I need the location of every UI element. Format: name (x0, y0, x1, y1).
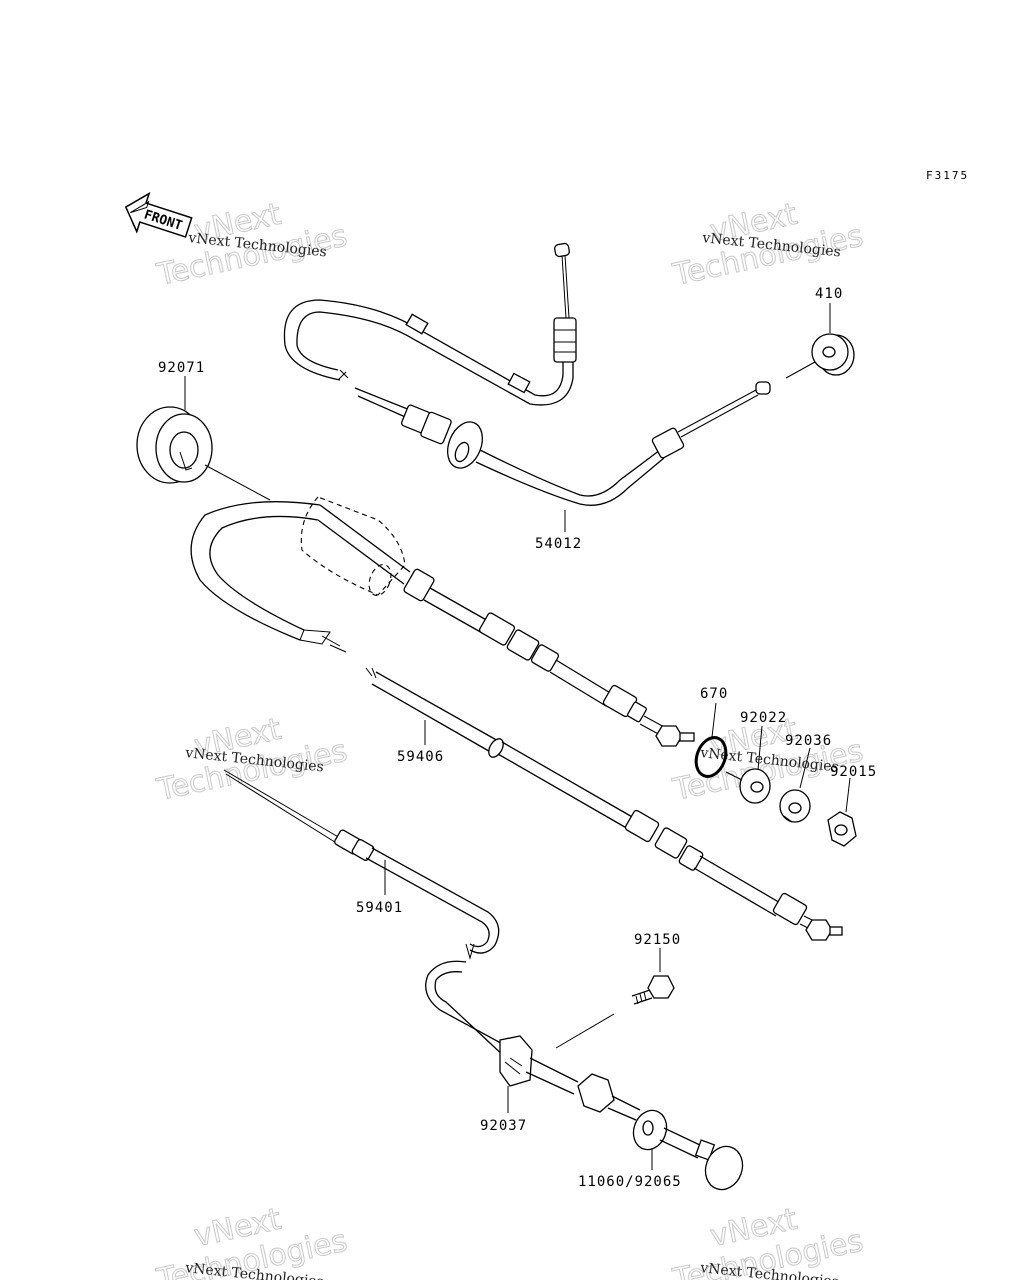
cable-59401 (223, 769, 744, 1191)
part-label-92036: 92036 (785, 733, 832, 749)
part-label-92071: 92071 (158, 360, 205, 376)
o-ring-670 (694, 736, 728, 778)
cable-54012 (283, 242, 771, 506)
washer-92022 (739, 768, 771, 804)
part-label-92015: 92015 (830, 764, 877, 780)
part-label-410: 410 (815, 286, 843, 302)
part-label-11060-92065: 11060/92065 (578, 1174, 682, 1190)
part-label-59401: 59401 (356, 900, 403, 916)
grommet-92071 (136, 406, 213, 484)
nut-92015 (827, 811, 857, 847)
part-label-92022: 92022 (740, 710, 787, 726)
part-label-54012: 54012 (535, 536, 582, 552)
cable-middle (190, 496, 695, 747)
lock-washer-92036 (779, 789, 811, 823)
part-label-670: 670 (700, 686, 728, 702)
figure-code: F3175 (926, 169, 969, 182)
part-label-59406: 59406 (397, 749, 444, 765)
bolt-92150 (631, 975, 675, 1005)
cable-59406 (365, 667, 843, 941)
part-label-92150: 92150 (634, 932, 681, 948)
washer-410 (811, 333, 855, 376)
part-label-92037: 92037 (480, 1118, 527, 1134)
front-arrow-icon: FRONT (124, 191, 193, 238)
